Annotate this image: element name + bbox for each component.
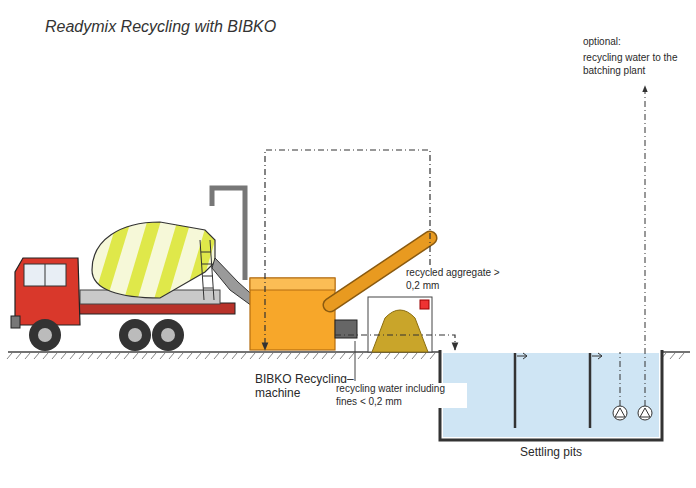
output-label: recycled aggregate > 0,2 mm — [405, 267, 503, 292]
hatch-stroke — [97, 353, 102, 359]
hatch-stroke — [286, 353, 291, 359]
hatch-stroke — [268, 353, 273, 359]
hatch-stroke — [178, 353, 183, 359]
hatch-stroke — [295, 353, 300, 359]
hatch-stroke — [52, 353, 57, 359]
hatch-stroke — [160, 353, 165, 359]
settling-pit-drawing — [440, 86, 662, 440]
hatch-stroke — [670, 353, 675, 359]
hatch-stroke — [304, 353, 309, 359]
hatch-stroke — [115, 353, 120, 359]
water-flow-line — [335, 335, 455, 350]
water-flow-line — [265, 150, 430, 350]
hatch-stroke — [34, 353, 39, 359]
hatch-stroke — [349, 353, 354, 359]
hatch-stroke — [124, 353, 129, 359]
node-caption: Settling pits — [440, 445, 662, 459]
hatch-stroke — [376, 353, 381, 359]
note-text: optional: — [582, 36, 622, 49]
mixer-truck — [11, 218, 258, 351]
hatch-stroke — [187, 353, 192, 359]
output-label: recycling water including fines < 0,2 mm — [335, 383, 467, 408]
hatch-stroke — [412, 353, 417, 359]
hatch-stroke — [25, 353, 30, 359]
hatch-stroke — [214, 353, 219, 359]
hatch-stroke — [367, 353, 372, 359]
hatch-stroke — [250, 353, 255, 359]
hatch-stroke — [169, 353, 174, 359]
hatch-stroke — [142, 353, 147, 359]
hatch-stroke — [88, 353, 93, 359]
hatch-stroke — [322, 353, 327, 359]
hatch-stroke — [106, 353, 111, 359]
hatch-stroke — [79, 353, 84, 359]
hatch-stroke — [277, 353, 282, 359]
hatch-stroke — [133, 353, 138, 359]
ground-line — [662, 351, 690, 353]
hatch-stroke — [358, 353, 363, 359]
hatch-stroke — [70, 353, 75, 359]
hatch-stroke — [61, 353, 66, 359]
hatch-stroke — [394, 353, 399, 359]
hatch-stroke — [151, 353, 156, 359]
leader-line — [355, 341, 356, 381]
note-text: recycling water to the batching plant — [582, 52, 690, 77]
hatch-stroke — [679, 353, 684, 359]
hatch-stroke — [331, 353, 336, 359]
hatch-stroke — [340, 353, 345, 359]
hatch-stroke — [421, 353, 426, 359]
hatch-stroke — [7, 353, 12, 359]
hatch-stroke — [205, 353, 210, 359]
hatch-stroke — [403, 353, 408, 359]
hatch-stroke — [43, 353, 48, 359]
hatch-stroke — [241, 353, 246, 359]
diagram-title: Readymix Recycling with BIBKO — [45, 18, 276, 36]
hatch-stroke — [430, 353, 435, 359]
machine-node: BIBKO Recycling–machine — [250, 278, 335, 350]
hatch-stroke — [313, 353, 318, 359]
pit-node: Settling pits — [440, 350, 662, 440]
hatch-stroke — [196, 353, 201, 359]
aggregate-bin — [368, 297, 432, 352]
hatch-stroke — [385, 353, 390, 359]
hatch-stroke — [16, 353, 21, 359]
hatch-stroke — [223, 353, 228, 359]
hatch-stroke — [232, 353, 237, 359]
hatch-stroke — [259, 353, 264, 359]
